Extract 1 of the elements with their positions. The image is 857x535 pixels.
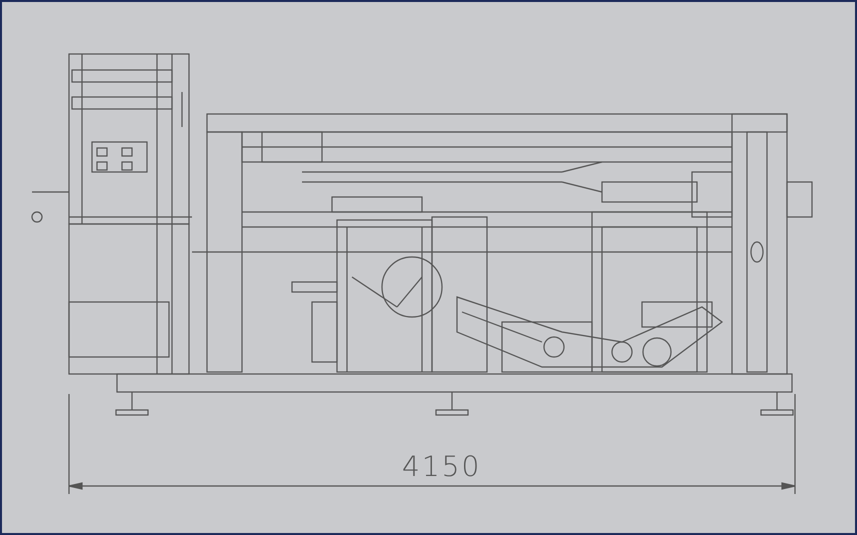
dimension-label: 4150 (402, 450, 482, 483)
